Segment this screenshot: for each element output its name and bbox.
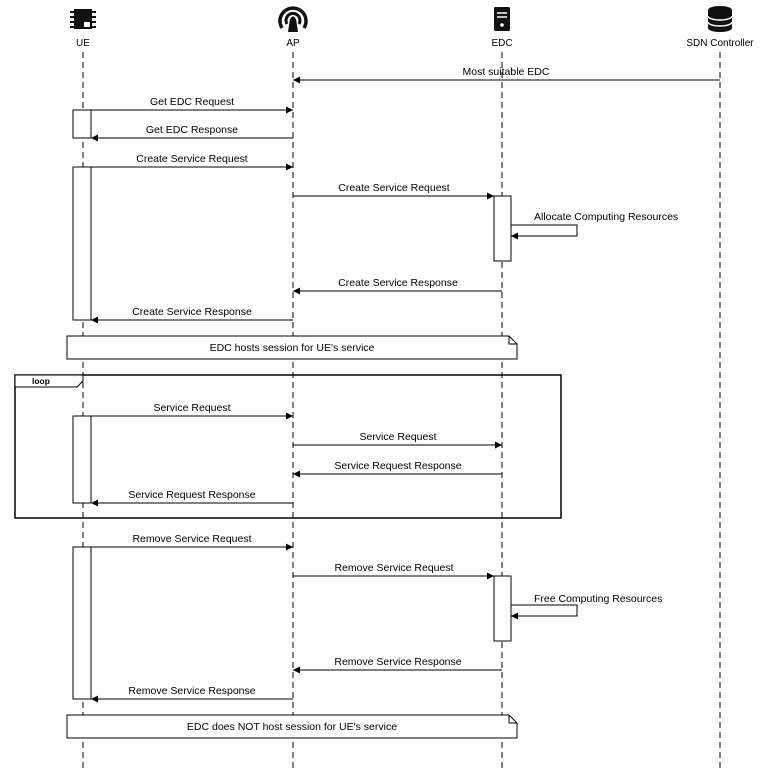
actor-label-sdn: SDN Controller	[686, 38, 754, 49]
message-ue-to-ap: Service Request	[91, 402, 293, 420]
message-ue-to-ap: Most suitable EDC	[293, 66, 720, 84]
loop-label: loop	[32, 376, 50, 386]
loop-frame: loop	[14, 374, 562, 519]
message-ue-to-ap: Remove Service Request	[91, 533, 293, 551]
message-edc-to-ap: Create Service Response	[293, 277, 502, 295]
activation-ue-4	[72, 546, 92, 700]
note-label: EDC hosts session for UE's service	[210, 342, 375, 354]
message-label: Service Request Response	[334, 460, 461, 472]
activation-ue-1	[72, 109, 92, 139]
message-ap-to-ue: Remove Service Response	[91, 685, 293, 703]
message-label: Create Service Request	[136, 153, 248, 165]
message-ap-to-ue: Get EDC Response	[91, 124, 293, 142]
message-ue-to-ap: Create Service Request	[91, 153, 293, 171]
activation-ue-2	[72, 166, 92, 321]
note-session-not-hosted: EDC does NOT host session for UE's servi…	[66, 714, 518, 739]
message-ap-to-edc: Create Service Request	[293, 182, 494, 200]
message-ap-to-edc: Service Request	[293, 431, 502, 449]
message-arrow	[511, 604, 578, 620]
note-session-hosted: EDC hosts session for UE's service	[66, 335, 518, 360]
message-ap-to-edc: Remove Service Request	[293, 562, 494, 580]
activation-edc-2	[493, 575, 512, 642]
database-icon	[707, 6, 733, 32]
wifi-access-point-icon	[278, 6, 308, 32]
message-edc-self: Allocate Computing Resources	[511, 211, 678, 240]
message-label: Get EDC Request	[150, 96, 234, 108]
message-label: Create Service Response	[132, 306, 252, 318]
message-arrow	[511, 224, 578, 240]
message-label: Service Request Response	[128, 489, 255, 501]
actor-label-edc: EDC	[491, 38, 512, 49]
message-label: Service Request	[153, 402, 230, 414]
message-label: Remove Service Request	[334, 562, 453, 574]
message-edc-self: Free Computing Resources	[511, 593, 662, 620]
message-edc-to-ap: Service Request Response	[293, 460, 502, 478]
message-ue-to-ap: Get EDC Request	[91, 96, 293, 114]
message-label: Remove Service Response	[334, 656, 461, 668]
message-label: Allocate Computing Resources	[534, 211, 678, 223]
server-icon	[494, 7, 510, 31]
activation-edc-1	[493, 195, 512, 262]
message-label: Remove Service Request	[132, 533, 251, 545]
message-label: Remove Service Response	[128, 685, 255, 697]
message-label: Free Computing Resources	[534, 593, 662, 605]
message-ap-to-ue: Create Service Response	[91, 306, 293, 324]
activation-bars	[72, 109, 512, 700]
message-label: Create Service Response	[338, 277, 458, 289]
actor-label-ue: UE	[76, 38, 90, 49]
message-label: Service Request	[359, 431, 436, 443]
message-ap-to-ue: Service Request Response	[91, 489, 293, 507]
activation-ue-3	[72, 415, 92, 504]
message-edc-to-ap: Remove Service Response	[293, 656, 502, 674]
chip-icon	[70, 9, 96, 29]
message-label: Get EDC Response	[146, 124, 238, 136]
message-label: Create Service Request	[338, 182, 450, 194]
actor-label-ap: AP	[286, 38, 300, 49]
message-label: Most suitable EDC	[463, 66, 550, 78]
note-label: EDC does NOT host session for UE's servi…	[187, 721, 397, 733]
